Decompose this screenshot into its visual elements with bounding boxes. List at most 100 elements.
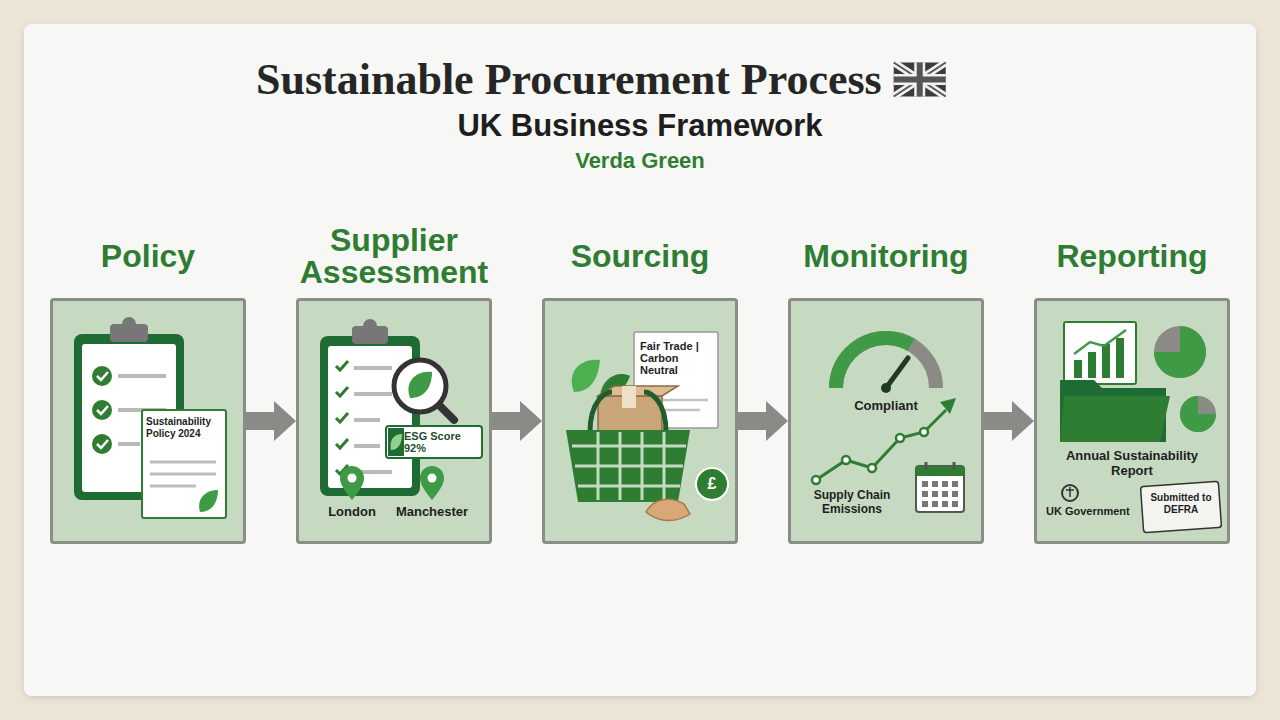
gauge-part	[836, 338, 911, 388]
chart-card-part	[1074, 360, 1082, 378]
government-crest-part	[1066, 487, 1074, 497]
trend-line-part	[812, 428, 928, 484]
flow-arrow	[246, 401, 296, 441]
policy-clipboard-part	[97, 372, 108, 448]
policy-clipboard-part	[92, 434, 112, 454]
calendar	[916, 462, 964, 512]
report-title: Annual Sustainability Report	[1052, 448, 1212, 478]
step-heading: Supplier Assessment	[266, 224, 522, 288]
process-step-box: PolicySustainability Policy 2024	[50, 298, 246, 544]
policy-clipboard-part	[122, 317, 136, 331]
location-pin-part	[340, 466, 364, 500]
chart-card-part	[1116, 338, 1124, 378]
gauge-part	[886, 358, 908, 388]
flag-icon	[894, 63, 946, 97]
trend-line-part	[940, 398, 956, 414]
box-fill-part	[296, 298, 492, 544]
flow-arrow	[492, 401, 542, 441]
step-heading: Reporting	[1004, 240, 1260, 272]
process-step-box: SourcingFair Trade | Carbon Neutral£	[542, 298, 738, 544]
score-badge-part	[388, 428, 404, 456]
flow-arrow	[738, 401, 788, 441]
flag-icon-part	[894, 63, 946, 97]
process-step-box: MonitoringCompliantSupply Chain Emission…	[788, 298, 984, 544]
policy-document-part	[142, 410, 226, 518]
trend-line-part	[868, 464, 876, 472]
gauge	[836, 338, 936, 393]
authority-label: UK Government	[1046, 505, 1138, 518]
calendar-part	[916, 466, 964, 476]
calendar-cell	[942, 491, 948, 497]
flag-icon-part	[894, 63, 946, 97]
location-pin-part	[348, 474, 357, 483]
calendar-cell	[952, 501, 958, 507]
chart-card-part	[1088, 352, 1096, 378]
policy-clipboard-part	[92, 400, 112, 420]
location-label: Manchester	[392, 504, 472, 519]
pie-chart-part	[1154, 326, 1206, 378]
shopping-basket-part	[572, 360, 600, 392]
subtitle: UK Business Framework	[0, 108, 1280, 144]
calendar-part	[922, 481, 958, 507]
calendar-cell	[932, 501, 938, 507]
box-fill-part	[788, 298, 984, 544]
box-fill	[50, 298, 1230, 544]
calendar-cell	[932, 491, 938, 497]
flow-arrow	[984, 401, 1034, 441]
location-pin-part	[420, 466, 444, 500]
score-badge-part	[386, 426, 482, 458]
process-step-box: Supplier AssessmentESG Score 92%LondonMa…	[296, 298, 492, 544]
submission-stamp	[1140, 481, 1221, 532]
chart-label: Supply Chain Emissions	[792, 488, 912, 516]
calendar-cell	[932, 481, 938, 487]
shopping-basket-part	[566, 430, 690, 502]
chart-card-part	[1074, 330, 1126, 354]
magnifier-part	[408, 372, 432, 398]
chart-card-part	[1064, 322, 1136, 384]
location-label: London	[308, 504, 396, 519]
pie-chart	[1154, 326, 1216, 432]
stamp-text: Submitted to DEFRA	[1148, 492, 1214, 516]
calendar-cell	[942, 481, 948, 487]
trend-line-part	[896, 434, 904, 442]
shopping-basket-part	[622, 386, 636, 408]
calendar-part	[926, 462, 954, 470]
score-badge-text: ESG Score 92%	[404, 430, 480, 454]
shopping-basket	[566, 360, 690, 502]
step-heading: Monitoring	[758, 240, 1014, 272]
shopping-basket-part	[590, 392, 666, 432]
flag-icon-part	[894, 63, 946, 97]
chart-card	[1064, 322, 1136, 384]
process-step-box: ReportingAnnual Sustainability ReportUK …	[1034, 298, 1230, 544]
location-pin	[340, 466, 444, 500]
folder-part	[1060, 396, 1170, 442]
author-label: Verda Green	[0, 148, 1280, 174]
assessment-clipboard-part	[336, 361, 348, 474]
flag-icon-part	[894, 63, 946, 97]
folder	[1060, 380, 1170, 442]
calendar-cell	[952, 481, 958, 487]
score-badge-part	[391, 434, 402, 450]
assessment-clipboard-part	[363, 319, 377, 333]
government-crest	[1062, 485, 1078, 501]
government-crest-part	[1062, 485, 1078, 501]
magnifier-part	[394, 360, 446, 412]
calendar-cell	[952, 491, 958, 497]
pie-chart-part	[1180, 396, 1216, 432]
location-pin-part	[428, 474, 437, 483]
gauge-part	[881, 383, 891, 393]
chart-card-part	[1102, 344, 1110, 378]
assessment-clipboard-part	[320, 336, 420, 496]
trend-line-part	[812, 476, 820, 484]
box-fill-part	[542, 298, 738, 544]
calendar-part	[916, 466, 964, 512]
calendar-cell	[922, 501, 928, 507]
magnifier	[394, 360, 454, 420]
trend-line-part	[842, 456, 850, 464]
flag-icon-part	[894, 63, 946, 97]
shopping-basket-part	[572, 432, 686, 500]
gauge-status: Compliant	[826, 398, 946, 413]
magnifier-part	[438, 404, 454, 420]
pie-chart-part	[1154, 326, 1206, 378]
